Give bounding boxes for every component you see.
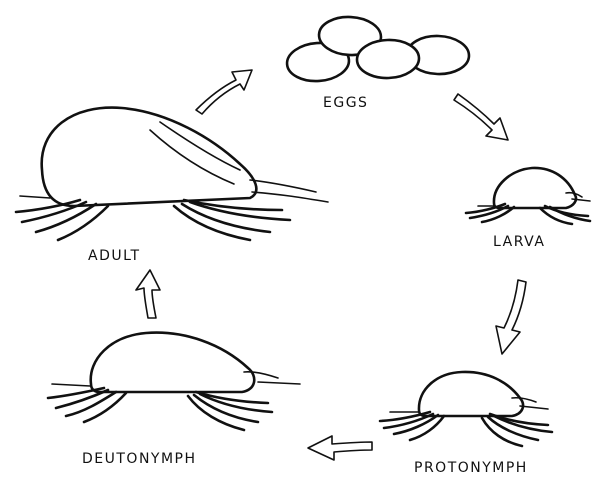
deutonymph-label: DEUTONYMPH — [82, 451, 197, 467]
arrow-deutonymph-to-adult — [136, 270, 160, 318]
eggs-illustration — [286, 15, 470, 83]
arrow-protonymph-to-deutonymph — [308, 436, 372, 460]
arrow-larva-to-protonymph — [496, 280, 526, 354]
deutonymph-illustration — [48, 333, 300, 430]
egg-4 — [356, 39, 419, 79]
adult-label: ADULT — [88, 248, 141, 264]
arrow-eggs-to-larva — [454, 94, 508, 140]
larva-label: LARVA — [493, 234, 545, 250]
larva-illustration — [466, 168, 590, 224]
arrow-adult-to-eggs — [196, 70, 252, 114]
protonymph-label: PROTONYMPH — [414, 460, 528, 476]
adult-illustration — [16, 108, 328, 240]
protonymph-illustration — [380, 372, 552, 446]
eggs-label: EGGS — [323, 95, 368, 111]
